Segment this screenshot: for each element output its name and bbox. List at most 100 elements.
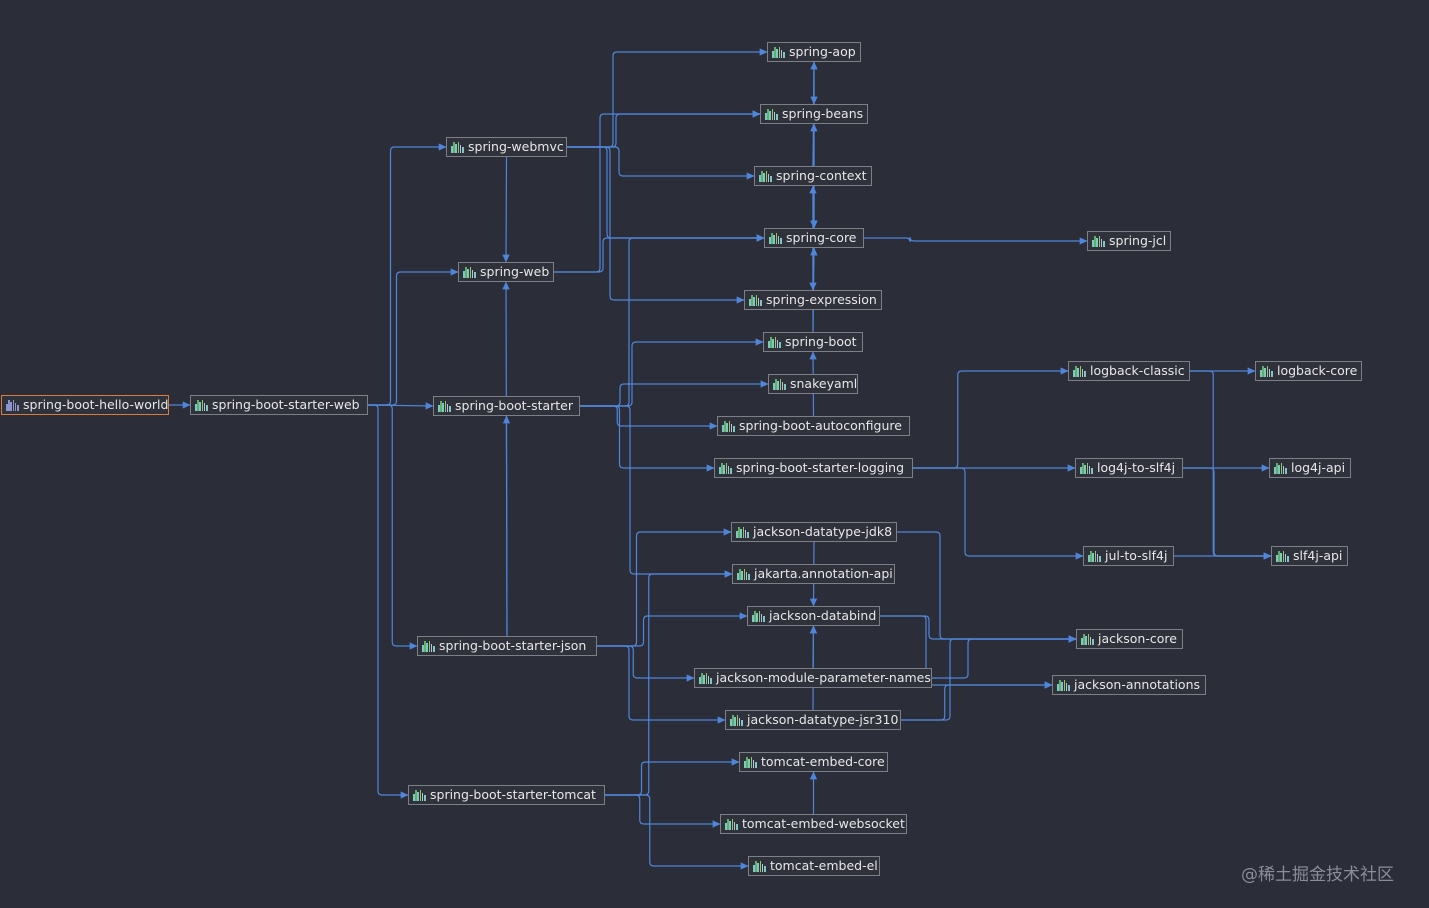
- node-label: logback-core: [1277, 363, 1358, 378]
- library-icon: [737, 568, 750, 580]
- node-label: spring-boot-starter-tomcat: [430, 787, 596, 802]
- node-jackson-datatype-jsr310[interactable]: jackson-datatype-jsr310: [725, 710, 901, 730]
- library-icon: [749, 294, 762, 306]
- node-label: spring-webmvc: [468, 139, 564, 154]
- edge-sbsw-to-web: [368, 268, 459, 406]
- node-spring-aop[interactable]: spring-aop: [767, 42, 861, 62]
- edge-web-to-beans: [554, 110, 761, 273]
- edge-params-to-jcore: [932, 635, 1077, 679]
- library-icon: [725, 818, 738, 830]
- node-label: logback-classic: [1090, 363, 1185, 378]
- library-icon: [413, 789, 426, 801]
- edge-sbs-to-jakarta: [580, 405, 733, 578]
- node-label: tomcat-embed-websocket: [742, 816, 905, 831]
- library-icon: [722, 420, 735, 432]
- node-label: jackson-annotations: [1074, 677, 1201, 692]
- edge-sbs-to-core: [580, 234, 765, 407]
- node-label: jakarta.annotation-api: [754, 566, 893, 581]
- node-spring-boot-starter-json[interactable]: spring-boot-starter-json: [417, 636, 597, 656]
- node-label: spring-boot-starter-json: [439, 638, 587, 653]
- node-snakeyaml[interactable]: snakeyaml: [768, 374, 858, 394]
- node-spring-boot-autoconfigure[interactable]: spring-boot-autoconfigure: [717, 416, 910, 436]
- edge-context-to-beans: [810, 123, 818, 167]
- node-jackson-annotations[interactable]: jackson-annotations: [1052, 675, 1206, 695]
- node-spring-web[interactable]: spring-web: [458, 262, 554, 282]
- node-jakarta.annotation-api[interactable]: jakarta.annotation-api: [732, 564, 895, 584]
- library-icon: [1088, 550, 1101, 562]
- node-spring-context[interactable]: spring-context: [754, 166, 872, 186]
- edge-sbs-to-logging: [580, 405, 715, 472]
- node-log4j-to-slf4j[interactable]: log4j-to-slf4j: [1075, 458, 1183, 478]
- node-spring-boot-hello-world[interactable]: spring-boot-hello-world: [1, 395, 169, 415]
- node-label: spring-jcl: [1109, 233, 1167, 248]
- edge-sbs-to-snake: [580, 380, 769, 407]
- node-spring-beans[interactable]: spring-beans: [760, 104, 868, 124]
- library-icon: [1057, 679, 1070, 691]
- edge-sbsj-to-jdk8: [597, 528, 732, 647]
- edge-jsr310-to-jann: [901, 681, 1053, 721]
- node-log4j-api[interactable]: log4j-api: [1269, 458, 1351, 478]
- edge-lbclassic-to-slf4j: [1190, 370, 1272, 560]
- library-icon: [730, 714, 743, 726]
- library-icon: [772, 46, 785, 58]
- node-tomcat-embed-websocket[interactable]: tomcat-embed-websocket: [720, 814, 907, 834]
- edge-l4j2slf-to-slf4j: [1183, 467, 1272, 560]
- edge-sbsw-to-sbst: [368, 404, 409, 799]
- node-tomcat-embed-core[interactable]: tomcat-embed-core: [739, 752, 888, 772]
- edge-sbsw-to-webmvc: [368, 143, 447, 406]
- node-jackson-datatype-jdk8[interactable]: jackson-datatype-jdk8: [731, 522, 897, 542]
- node-jackson-module-parameter-names[interactable]: jackson-module-parameter-names: [694, 668, 932, 688]
- node-tomcat-embed-el[interactable]: tomcat-embed-el: [748, 856, 880, 876]
- node-jackson-databind[interactable]: jackson-databind: [747, 606, 880, 626]
- node-spring-core[interactable]: spring-core: [764, 228, 864, 248]
- node-label: tomcat-embed-el: [770, 858, 878, 873]
- node-spring-webmvc[interactable]: spring-webmvc: [446, 137, 567, 157]
- library-icon: [195, 399, 208, 411]
- node-label: spring-context: [776, 168, 867, 183]
- edge-sbsj-to-params: [597, 645, 695, 682]
- library-icon: [769, 232, 782, 244]
- node-label: spring-web: [480, 264, 550, 279]
- node-jackson-core[interactable]: jackson-core: [1076, 629, 1183, 649]
- library-icon: [699, 672, 712, 684]
- node-label: spring-core: [786, 230, 857, 245]
- library-icon: [1274, 462, 1287, 474]
- edge-webmvc-to-beans: [567, 110, 761, 148]
- library-icon: [759, 170, 772, 182]
- node-jul-to-slf4j[interactable]: jul-to-slf4j: [1083, 546, 1174, 566]
- node-spring-boot[interactable]: spring-boot: [763, 332, 863, 352]
- library-icon: [765, 108, 778, 120]
- node-spring-expression[interactable]: spring-expression: [744, 290, 882, 310]
- node-slf4j-api[interactable]: slf4j-api: [1271, 546, 1348, 566]
- library-icon: [438, 400, 451, 412]
- edge-logging-to-jul: [913, 467, 1084, 560]
- node-label: spring-boot-hello-world: [23, 397, 169, 412]
- library-icon: [1080, 462, 1093, 474]
- node-spring-boot-starter[interactable]: spring-boot-starter: [433, 396, 580, 416]
- library-icon: [463, 266, 476, 278]
- node-label: slf4j-api: [1293, 548, 1343, 563]
- edge-logging-to-lbclassic: [913, 367, 1069, 469]
- node-spring-boot-starter-web[interactable]: spring-boot-starter-web: [190, 395, 368, 415]
- node-label: jul-to-slf4j: [1105, 548, 1168, 563]
- library-icon: [451, 141, 464, 153]
- node-spring-jcl[interactable]: spring-jcl: [1087, 231, 1171, 251]
- library-icon: [768, 336, 781, 348]
- library-icon: [1073, 365, 1086, 377]
- node-label: jackson-core: [1098, 631, 1177, 646]
- node-label: jackson-datatype-jdk8: [753, 524, 893, 539]
- node-label: tomcat-embed-core: [761, 754, 885, 769]
- node-spring-boot-starter-logging[interactable]: spring-boot-starter-logging: [714, 458, 913, 478]
- edge-core-to-jcl: [864, 236, 1088, 245]
- node-label: jackson-databind: [769, 608, 877, 623]
- node-logback-core[interactable]: logback-core: [1255, 361, 1362, 381]
- node-label: spring-beans: [782, 106, 864, 121]
- library-icon: [752, 610, 765, 622]
- library-icon: [719, 462, 732, 474]
- node-logback-classic[interactable]: logback-classic: [1068, 361, 1190, 381]
- edge-webmvc-to-expr: [567, 146, 745, 304]
- node-spring-boot-starter-tomcat[interactable]: spring-boot-starter-tomcat: [408, 785, 605, 805]
- library-icon: [1081, 633, 1094, 645]
- library-icon: [773, 378, 786, 390]
- edge-webmvc-to-aop: [567, 48, 768, 148]
